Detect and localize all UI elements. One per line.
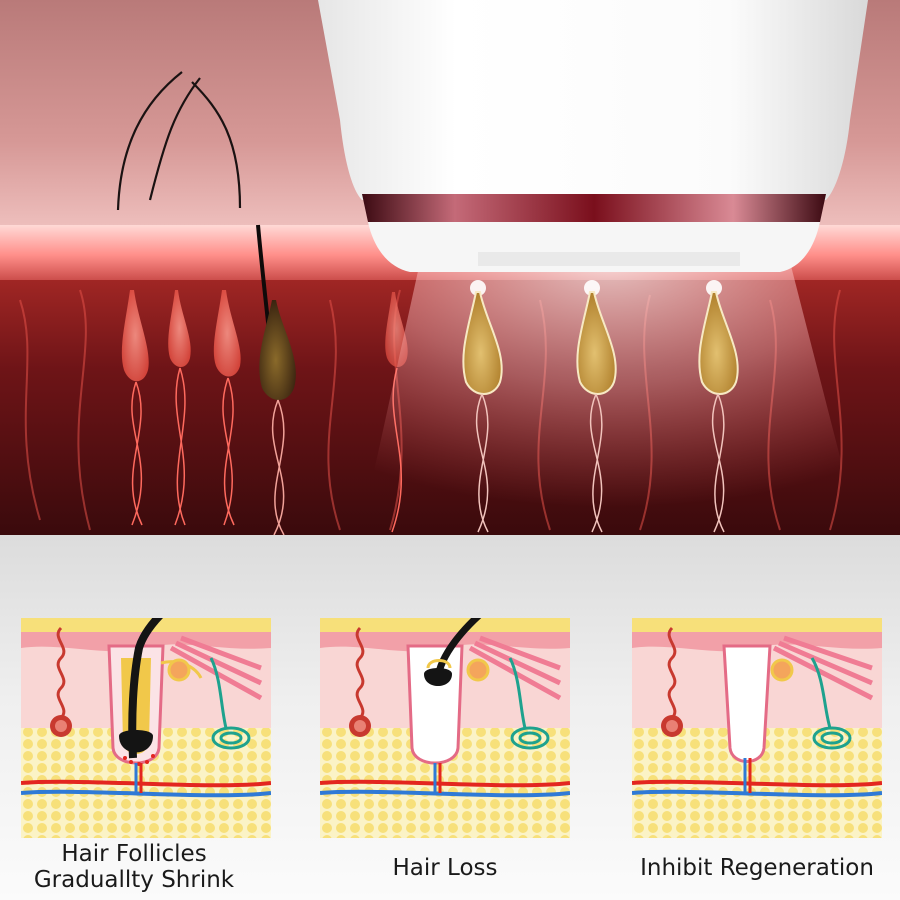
skin-cross-section-scene [0, 0, 900, 535]
treated-follicles [462, 280, 739, 533]
stage-inhibit-regeneration-diagram [632, 618, 882, 838]
surface-hairs [116, 71, 242, 211]
caption-line: Hair Loss [392, 855, 498, 881]
hair-removal-stages: Hair Follicles Graduallty Shrink Hair Lo… [0, 535, 900, 900]
blood-vessel-icon [320, 779, 570, 788]
blood-vessel-icon [349, 626, 371, 737]
light-beam [360, 262, 860, 535]
hair-follicle-icon [406, 618, 482, 793]
caption-line: Hair Follicles [61, 841, 207, 867]
sebaceous-gland-icon [770, 635, 874, 701]
untreated-follicles [121, 290, 408, 535]
sweat-gland-icon [209, 657, 251, 750]
blood-vessel-icon [50, 626, 72, 737]
sweat-gland-icon [810, 657, 852, 750]
ipl-treatment-illustration [0, 0, 900, 535]
blood-vessel-icon [21, 779, 271, 788]
sweat-gland-icon [508, 657, 550, 750]
caption-follicles-shrink: Hair Follicles Graduallty Shrink [0, 841, 268, 893]
ipl-device-icon [318, 0, 868, 272]
blood-vessel-icon [632, 779, 882, 788]
caption-line: Graduallty Shrink [33, 867, 235, 893]
caption-line: Inhibit Regeneration [640, 855, 874, 881]
caption-inhibit-regeneration: Inhibit Regeneration [622, 855, 892, 881]
hair-follicle-icon [107, 618, 165, 793]
stage-hair-loss-diagram [320, 618, 570, 838]
stage-follicle-shrink-diagram [21, 618, 271, 838]
sebaceous-gland-icon [466, 635, 562, 701]
hair-follicle-icon [722, 644, 772, 793]
blood-vessel-icon [661, 626, 683, 737]
caption-hair-loss: Hair Loss [318, 855, 572, 881]
